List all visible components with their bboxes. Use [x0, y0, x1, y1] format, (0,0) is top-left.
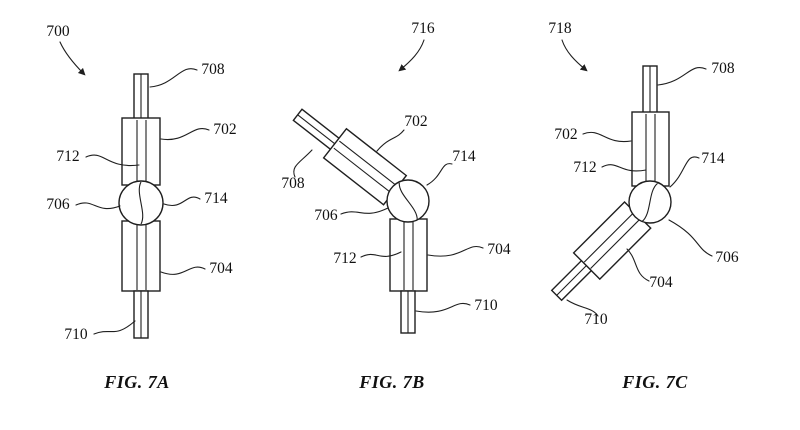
fig7b-label-708: 708 — [281, 175, 305, 192]
fig7c-leaders — [561, 39, 713, 317]
fig7c-upper-housing — [631, 111, 670, 187]
fig7b-ref-numeral: 716 — [411, 20, 435, 37]
fig7c-device — [550, 65, 672, 302]
fig7a-label-702: 702 — [213, 121, 236, 138]
fig7a-leader-710 — [93, 320, 136, 335]
fig7b-inner-rod-line — [339, 140, 398, 187]
fig7b-inner-rod-line — [333, 147, 392, 194]
fig7c-leader-710 — [566, 299, 599, 317]
fig7a-leaders — [59, 41, 210, 335]
fig7b-leader-706 — [340, 207, 389, 215]
fig7b-label-712: 712 — [333, 250, 356, 267]
fig7b-leader-714 — [426, 163, 453, 186]
fig7a-label-710: 710 — [64, 326, 88, 343]
fig7b-joint-seam — [398, 182, 418, 220]
fig7b-upper-assembly — [292, 108, 408, 206]
fig7c-leader-708 — [657, 67, 707, 86]
fig7b-leaders — [293, 39, 484, 313]
fig7a-leader-702 — [160, 128, 210, 141]
fig7b-leader-704 — [427, 246, 484, 257]
fig7b-device — [292, 108, 430, 334]
fig7b-leader-712 — [360, 251, 402, 258]
fig7c-label-710: 710 — [584, 311, 608, 328]
fig7b-ref-arrow — [398, 39, 425, 72]
fig7a-label-706: 706 — [46, 196, 70, 213]
fig7b-label-714: 714 — [452, 148, 476, 165]
fig7a-leader-704 — [160, 266, 206, 275]
fig7a-label-708: 708 — [201, 61, 225, 78]
fig7a-leader-708 — [149, 68, 198, 88]
fig7c-leader-712 — [601, 164, 647, 172]
fig7c-label-702: 702 — [554, 126, 577, 143]
figure-7a: 700 708 702 712 706 714 704 710 FIG. 7A — [46, 23, 236, 392]
fig7a-label-712: 712 — [56, 148, 79, 165]
fig7c-ref-arrow — [561, 39, 588, 72]
fig7c-label-706: 706 — [715, 249, 739, 266]
figure-7b: 716 702 714 708 706 712 704 710 FIG. 7B — [281, 20, 511, 392]
fig7a-device — [118, 73, 164, 339]
fig7a-leader-712 — [85, 154, 140, 167]
fig7c-bottom-rod-line — [556, 265, 587, 296]
fig7b-leader-702 — [376, 129, 405, 152]
fig7b-leader-708 — [293, 149, 313, 178]
fig7a-ref-arrow — [59, 41, 86, 76]
fig7b-leader-710 — [415, 303, 471, 313]
fig7c-lower-assembly — [550, 201, 652, 302]
fig7c-label-714: 714 — [701, 150, 725, 167]
fig7b-lower-housing — [389, 218, 428, 292]
fig7c-inner-rod-line — [590, 218, 641, 269]
fig7c-leader-714 — [669, 156, 700, 188]
fig7a-ref-numeral: 700 — [46, 23, 70, 40]
fig7b-label-710: 710 — [474, 297, 498, 314]
fig7c-ref-numeral: 718 — [548, 20, 572, 37]
fig7c-joint-seam — [641, 183, 658, 222]
fig7c-label-704: 704 — [649, 274, 673, 291]
fig7b-top-rod-line — [297, 114, 337, 146]
fig7c-leader-702 — [582, 131, 632, 143]
fig7b-label-704: 704 — [487, 241, 511, 258]
fig7a-label-714: 714 — [204, 190, 228, 207]
fig7a-caption: FIG. 7A — [103, 372, 170, 392]
fig7a-joint-seam — [138, 181, 144, 225]
fig7c-label-712: 712 — [573, 159, 596, 176]
fig7a-lower-housing — [121, 220, 161, 292]
fig7a-leader-714 — [163, 196, 201, 207]
fig7b-caption: FIG. 7B — [358, 372, 425, 392]
fig7b-label-706: 706 — [314, 207, 338, 224]
fig7c-caption: FIG. 7C — [621, 372, 688, 392]
fig7c-label-708: 708 — [711, 60, 735, 77]
fig7a-label-704: 704 — [209, 260, 233, 277]
fig7c-leader-704 — [626, 248, 650, 282]
fig7a-leader-706 — [75, 202, 121, 210]
fig7c-inner-rod-line — [583, 212, 635, 263]
fig7b-label-702: 702 — [404, 113, 427, 130]
fig7c-leader-706 — [668, 219, 713, 257]
figure-7c: 718 708 702 712 714 706 704 710 FIG. 7C — [548, 20, 739, 392]
fig7a-upper-housing — [121, 117, 161, 186]
